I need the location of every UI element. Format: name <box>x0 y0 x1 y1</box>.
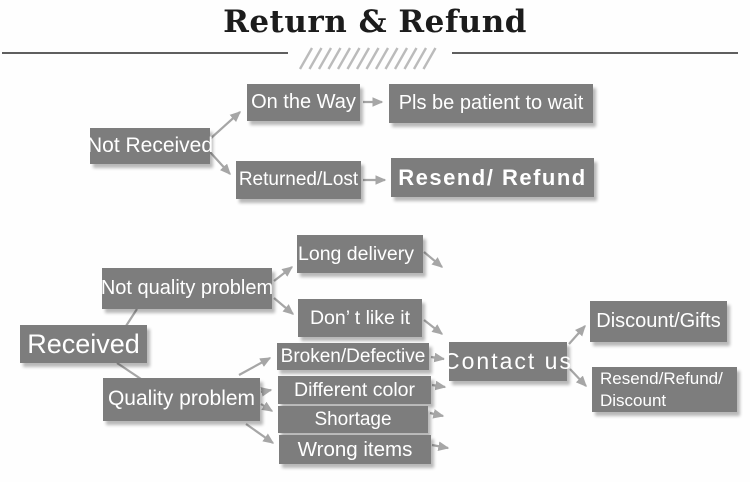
flowchart-node-discount-gifts: Discount/Gifts <box>590 301 727 342</box>
flowchart-node-pls-be-patient: Pls be patient to wait <box>389 84 593 123</box>
title-divider-right <box>452 52 738 54</box>
flowchart-node-not-quality-problem: Not quality problem <box>101 268 273 309</box>
flowchart-node-on-the-way: On the Way <box>247 84 360 121</box>
title-divider-left <box>2 52 288 54</box>
flowchart-node-contact-us: Contact us <box>443 342 571 381</box>
flowchart-node-resend-refund-discount-line2: Discount <box>600 390 667 410</box>
hatch-decoration <box>298 47 437 70</box>
page-title: Return & Refund <box>223 4 527 40</box>
flowchart-node-wrong-items: Wrong items <box>279 435 431 464</box>
flowchart-node-shortage: Shortage <box>278 406 428 433</box>
flowchart-node-resend-refund: Resend/ Refund <box>391 158 594 197</box>
flowchart-node-resend-refund-discount-line1: Resend/Refund/ <box>600 369 723 389</box>
flowchart-node-long-delivery: Long delivery <box>297 235 423 273</box>
flowchart-node-dont-like-it: Don’ t like it <box>298 299 422 337</box>
flowchart-node-returned-lost: Returned/Lost <box>236 161 361 199</box>
flowchart-node-broken-defective: Broken/Defective <box>277 343 429 370</box>
flowchart-node-received: Received <box>20 325 147 363</box>
flowchart-node-resend-refund-discount: Resend/Refund/ Discount <box>592 367 737 412</box>
flowchart-node-not-received: Not Received <box>87 128 213 164</box>
flowchart-node-different-color: Different color <box>278 376 431 404</box>
flowchart-node-quality-problem: Quality problem <box>103 378 260 421</box>
